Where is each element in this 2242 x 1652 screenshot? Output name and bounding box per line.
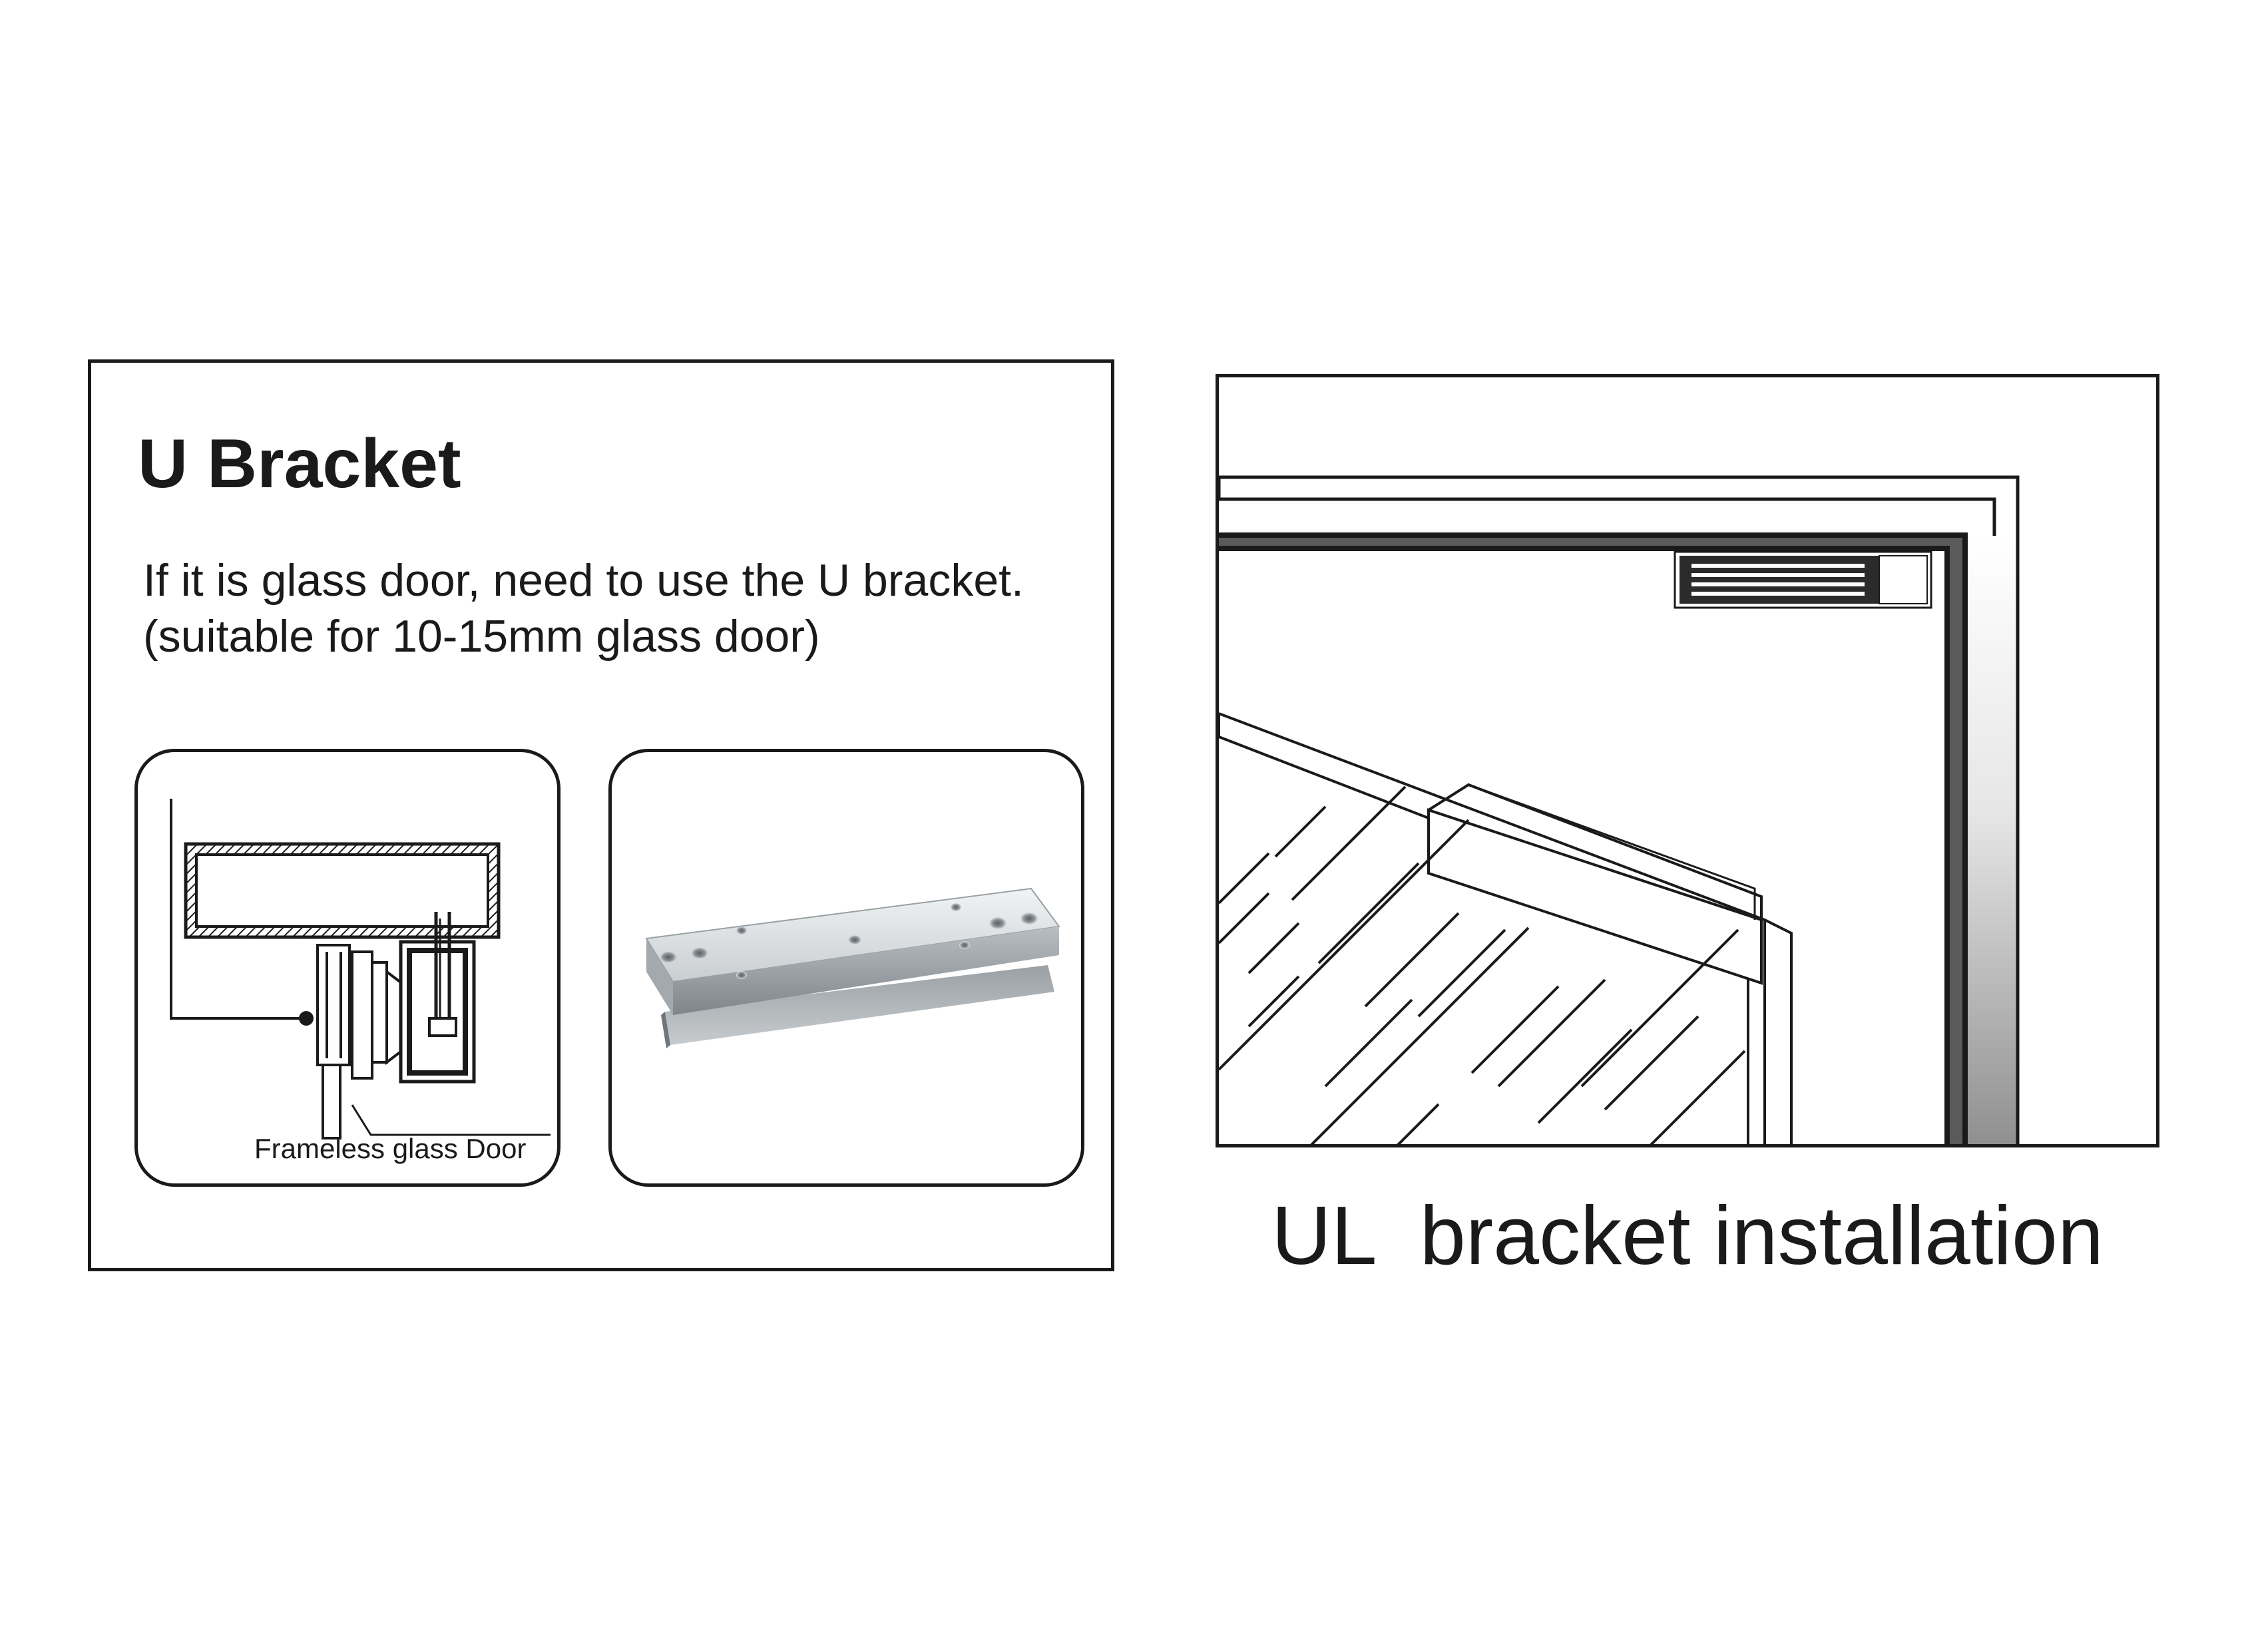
ul-bracket <box>1427 808 1763 985</box>
u-bracket-panel: U Bracket If it is glass door, need to u… <box>88 359 1114 1271</box>
frame-header-inner <box>195 853 489 928</box>
frameless-door-label: Frameless glass Door <box>254 1133 527 1164</box>
description-line-2: (suitable for 10-15mm glass door) <box>143 611 820 662</box>
u-bracket-photo <box>645 887 1060 1048</box>
ul-bracket-panel <box>1216 374 2159 1147</box>
product-photo-inset <box>608 749 1084 1187</box>
installation-caption: UL bracket installation <box>1271 1190 2104 1282</box>
leader-dot <box>299 1011 314 1026</box>
label-pointer <box>351 1104 551 1136</box>
u-bracket-clamp <box>316 944 351 1066</box>
cross-section-inset: Frameless glass Door <box>134 749 560 1187</box>
leader-line <box>170 799 304 1020</box>
armature-plate <box>351 950 373 1080</box>
bracket-leg <box>665 965 1054 1045</box>
bracket-front-face <box>646 938 673 1015</box>
cross-section-diagram <box>170 799 551 1139</box>
glass-reflections <box>1219 785 1746 1144</box>
description-line-1: If it is glass door, need to use the U b… <box>143 555 1024 606</box>
panel-title: U Bracket <box>138 425 461 503</box>
panel-description: If it is glass door, need to use the U b… <box>143 552 1024 664</box>
ul-installation-illustration <box>1219 475 2020 1144</box>
bracket-hole <box>660 951 677 963</box>
